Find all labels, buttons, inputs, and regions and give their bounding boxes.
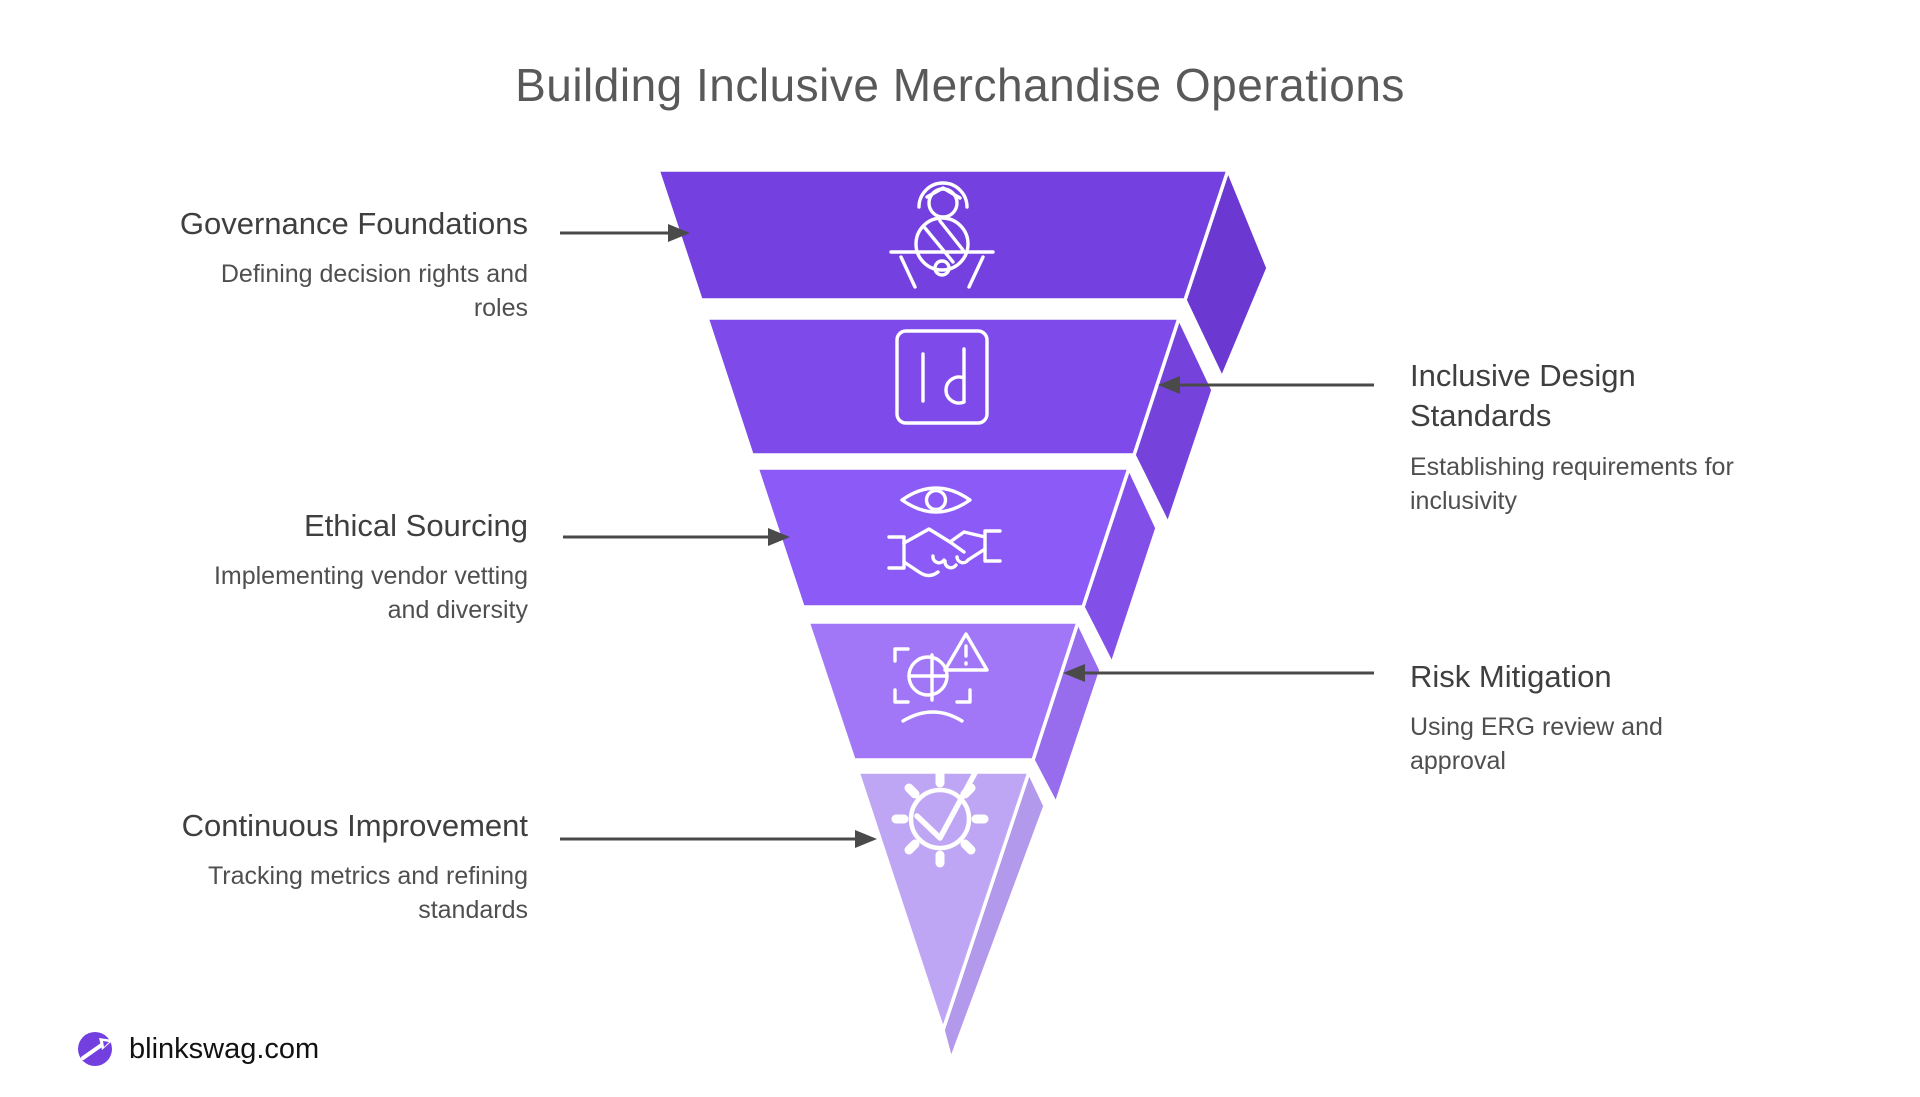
presenter-podium-icon	[889, 181, 995, 289]
indesign-id-icon	[895, 329, 989, 425]
arrowhead-ethical-sourcing	[768, 528, 790, 546]
level-desc-governance: Defining decision rights and roles	[220, 260, 528, 323]
gear-check-icon	[891, 770, 989, 868]
page-title: Building Inclusive Merchandise Operation…	[515, 59, 1405, 111]
arrowhead-continuous-improvement	[855, 830, 877, 848]
level-title-governance: Governance Foundations	[179, 206, 528, 241]
label-block-ethical-sourcing: Ethical Sourcing Implementing vendor vet…	[98, 506, 528, 627]
arrowhead-governance	[668, 224, 690, 242]
funnel-segment-governance	[656, 168, 1230, 302]
eye-handshake-icon	[887, 486, 1002, 578]
level-title-inclusive-design: Inclusive Design Standards	[1410, 358, 1636, 434]
brand-footer: blinkswag.com	[75, 1028, 319, 1070]
label-block-governance: Governance Foundations Defining decision…	[98, 204, 528, 325]
connector-arrows	[560, 231, 1374, 841]
level-title-ethical-sourcing: Ethical Sourcing	[303, 508, 528, 543]
label-block-risk-mitigation: Risk Mitigation Using ERG review and app…	[1410, 657, 1840, 778]
arrowhead-risk-mitigation	[1063, 664, 1085, 682]
funnel-segment-risk-mitigation	[806, 620, 1080, 762]
arrowhead-inclusive-design	[1158, 376, 1180, 394]
funnel-segment-inclusive-design	[705, 316, 1181, 457]
brand-name: blinkswag.com	[129, 1032, 320, 1065]
arrow-heads	[668, 224, 1180, 848]
level-desc-ethical-sourcing: Implementing vendor vetting and diversit…	[213, 562, 528, 625]
label-block-inclusive-design: Inclusive Design Standards Establishing …	[1410, 356, 1840, 518]
level-desc-inclusive-design: Establishing requirements for inclusivit…	[1410, 452, 1734, 515]
level-desc-risk-mitigation: Using ERG review and approval	[1410, 713, 1663, 776]
level-title-risk-mitigation: Risk Mitigation	[1410, 659, 1612, 694]
level-title-continuous-improvement: Continuous Improvement	[181, 808, 528, 843]
level-desc-continuous-improvement: Tracking metrics and refining standards	[207, 862, 528, 925]
funnel-segment-continuous-improvement	[856, 770, 1031, 1032]
label-block-continuous-improvement: Continuous Improvement Tracking metrics …	[98, 806, 528, 927]
risk-scan-warning-icon	[893, 632, 989, 723]
blinkswag-logo-icon	[78, 1032, 113, 1066]
